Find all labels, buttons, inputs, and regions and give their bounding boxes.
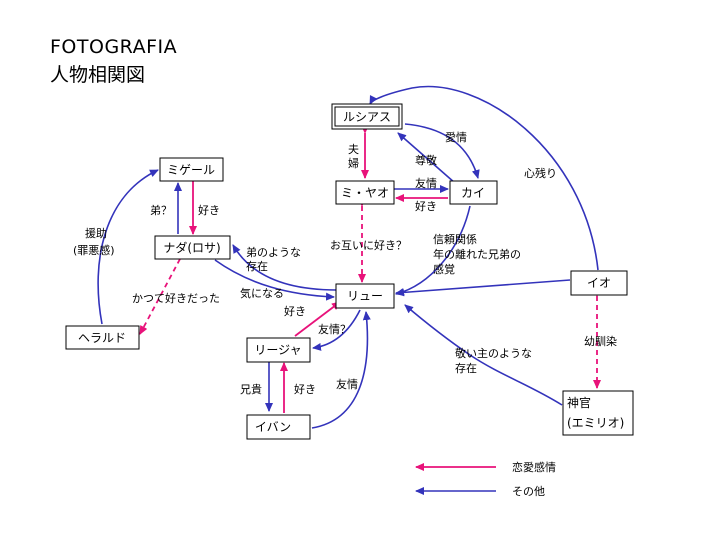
- legend-other-label: その他: [512, 485, 545, 498]
- node-nada: ナダ(ロサ): [154, 235, 231, 260]
- label-suki-rijya: 好き: [294, 382, 316, 396]
- node-herald-label: ヘラルド: [78, 331, 126, 345]
- node-ivan-label: イバン: [255, 420, 291, 434]
- arrow-io-lucias: [369, 85, 599, 271]
- label-suki-miguel: 好き: [198, 203, 220, 217]
- node-miyao: ミ・ヤオ: [335, 180, 395, 205]
- arrow-lucias-kai: [404, 123, 480, 179]
- node-io-label: イオ: [587, 276, 611, 290]
- label-shinrai-1: 信頼関係: [433, 233, 477, 246]
- node-kai-label: カイ: [461, 186, 485, 200]
- legend-love-label: 恋愛感情: [512, 460, 556, 474]
- node-ryu: リュー: [335, 283, 395, 309]
- node-rijya-label: リージャ: [254, 343, 301, 357]
- node-miguel: ミゲール: [159, 157, 224, 182]
- node-lucias: ルシアス: [331, 103, 403, 130]
- label-shukun-1: 敬い主のような: [455, 347, 532, 360]
- node-herald: ヘラルド: [65, 325, 140, 350]
- diagram-subtitle: 人物相関図: [50, 64, 146, 86]
- node-kai: カイ: [449, 180, 498, 205]
- label-aijou: 愛情: [445, 131, 467, 144]
- label-otouto-like-2: 存在: [246, 259, 268, 273]
- node-ivan: イバン: [246, 414, 311, 440]
- label-suki-ryu: 好き: [284, 304, 306, 318]
- arrow-ryu-rijya: [312, 309, 361, 351]
- legend: 恋愛感情 その他: [415, 460, 556, 498]
- arrow-kai-ryu: [395, 205, 471, 296]
- node-miyao-label: ミ・ヤオ: [341, 186, 389, 200]
- label-yuujou-q: 友情？: [318, 322, 351, 336]
- label-otouto: 弟？: [150, 204, 172, 217]
- label-katsute: かつて好きだった: [132, 291, 220, 305]
- arrow-ivan-ryu: [311, 311, 371, 429]
- node-shinkan-label-1: 神官: [567, 395, 591, 410]
- arrow-io-ryu: [395, 279, 571, 297]
- node-miguel-label: ミゲール: [167, 163, 215, 177]
- node-shinkan: 神官 (エミリオ): [562, 390, 634, 436]
- node-nada-label: ナダ(ロサ): [163, 240, 220, 255]
- label-kokoronokori: 心残り: [524, 166, 557, 180]
- arrow-rijya-ryu: [294, 301, 341, 337]
- label-suki-kai: 好き: [415, 199, 437, 213]
- label-kyoudai: 兄貴: [240, 382, 262, 396]
- label-otagai: お互いに好き？: [330, 238, 407, 252]
- node-rijya: リージャ: [246, 337, 311, 363]
- label-shinrai-3: 感覚: [433, 263, 455, 276]
- label-yuujou-ivan: 友情: [336, 377, 358, 391]
- arrow-kai-lucias: [397, 132, 456, 184]
- label-sonkei: 尊敬: [415, 153, 437, 167]
- node-lucias-label: ルシアス: [343, 110, 391, 124]
- label-fuufu-1: 夫: [348, 143, 359, 156]
- node-ryu-label: リュー: [347, 289, 383, 303]
- arrow-herald-miguel: [97, 169, 159, 325]
- node-shinkan-label-2: (エミリオ): [567, 416, 624, 430]
- label-fuufu-2: 婦: [348, 156, 359, 170]
- arrow-shinkan-ryu: [404, 304, 563, 406]
- diagram-title: FOTOGRAFIA: [50, 36, 178, 58]
- label-yuujou: 友情: [415, 176, 437, 190]
- arrow-nada-ryu: [214, 259, 335, 301]
- label-engo-1: 援助: [85, 226, 107, 240]
- label-osananajimi: 幼馴染: [584, 334, 617, 348]
- node-io: イオ: [570, 270, 628, 296]
- label-otouto-like-1: 弟のような: [246, 246, 301, 259]
- label-shukun-2: 存在: [455, 361, 477, 375]
- label-shinrai-2: 年の離れた兄弟の: [433, 247, 521, 261]
- arrow-ryu-nada: [232, 244, 337, 291]
- label-engo-2: (罪悪感): [73, 244, 115, 257]
- label-kininaru: 気になる: [240, 286, 284, 300]
